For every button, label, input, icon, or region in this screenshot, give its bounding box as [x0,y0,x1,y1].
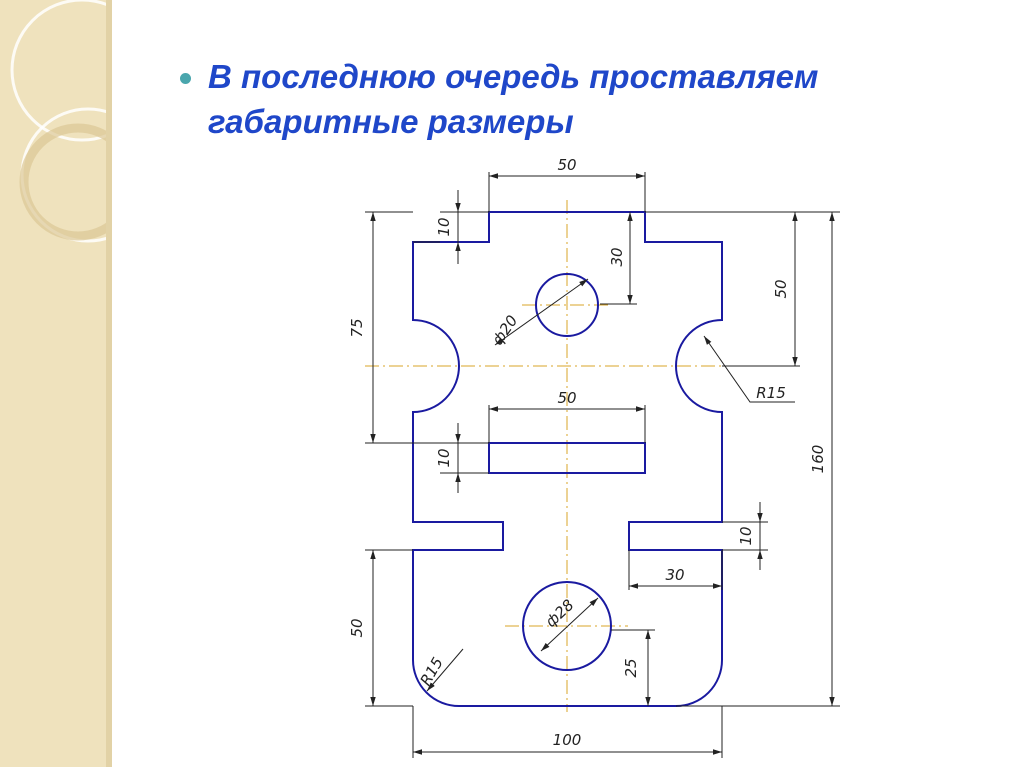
leader-notch-radius [703,335,795,403]
side-panel-edge [106,0,112,767]
text-hole-bottom-offset: 25 [622,658,640,677]
text-slot-width: 50 [557,389,576,407]
text-hole-offset: 30 [608,247,626,266]
slide-title-line-2: габаритные размеры [208,103,574,140]
text-right-upper: 50 [772,279,790,298]
text-slot-height: 10 [435,448,453,467]
text-overall-height: 160 [809,445,827,474]
extension-lines [365,172,840,758]
narrow-dimensions [455,190,763,570]
leader-lines [426,278,795,692]
text-left-upper: 75 [348,318,366,337]
side-panel [0,0,112,767]
dimension-texts: 50 10 30 50 75 ф20 R15 50 10 160 10 30 5… [348,156,827,749]
text-top-step: 10 [435,217,453,236]
slot [488,442,646,474]
leader-corner-radius [426,648,464,692]
bullet-icon [180,73,191,84]
hole-bottom [522,581,612,671]
text-overall-width: 100 [553,731,582,749]
text-corner-radius: R15 [416,654,446,689]
text-notch-height: 10 [737,526,755,545]
slide-title: В последнюю очередь проставляем габаритн… [208,54,968,144]
centerlines [365,200,765,712]
text-left-lower: 50 [348,618,366,637]
text-notch-radius: R15 [756,384,786,402]
leader-hole-top [494,278,589,346]
slide-title-line-1: В последнюю очередь проставляем [208,58,819,95]
dimension-lines [370,173,835,755]
leader-hole-bottom [540,597,599,652]
text-top-width: 50 [557,156,576,174]
decorative-circles [10,0,112,243]
text-notch-depth: 30 [665,566,684,584]
